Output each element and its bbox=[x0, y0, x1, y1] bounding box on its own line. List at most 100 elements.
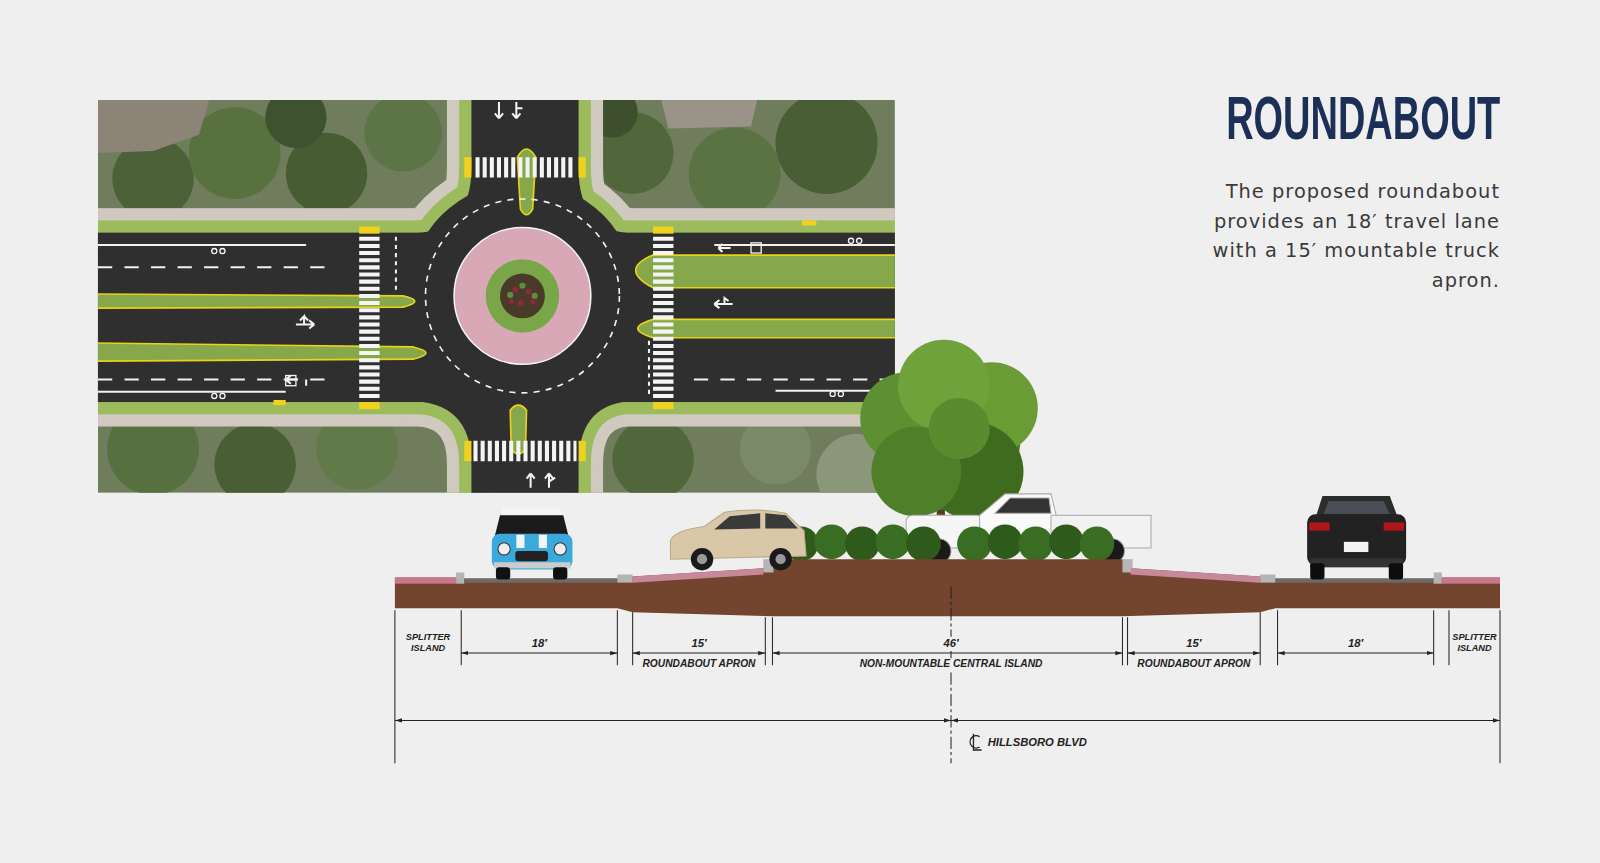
surfaces-part bbox=[1260, 574, 1275, 582]
lane-lines-part bbox=[395, 237, 397, 292]
lane-arrows-part bbox=[286, 376, 306, 386]
mini-car-part bbox=[515, 551, 548, 561]
lane-arrows bbox=[286, 102, 733, 488]
suv-car-part bbox=[1344, 542, 1368, 552]
lane-arrows-part bbox=[296, 316, 314, 328]
surfaces-part bbox=[1442, 578, 1500, 584]
aerial-trees-part bbox=[612, 418, 694, 492]
surfaces-part bbox=[456, 572, 464, 583]
surfaces-part bbox=[633, 568, 764, 582]
lane-lines-part bbox=[648, 341, 650, 398]
lane-circle bbox=[426, 199, 620, 393]
bushes-part bbox=[1018, 527, 1053, 562]
lane-lines-part bbox=[98, 379, 337, 381]
surfaces-part bbox=[1434, 572, 1442, 583]
suv-car-part bbox=[1384, 522, 1404, 530]
planting bbox=[500, 273, 545, 318]
warning-pads-part bbox=[579, 157, 586, 177]
bushes-part bbox=[906, 527, 941, 562]
mini-car-part bbox=[553, 567, 567, 579]
dimension-lines-part bbox=[1499, 610, 1500, 763]
bike-symbols-part bbox=[838, 391, 843, 396]
suv-car-part bbox=[1323, 501, 1389, 514]
dimension-lines-part bbox=[772, 617, 773, 665]
medians-part bbox=[636, 255, 895, 288]
flowers-part bbox=[509, 298, 514, 303]
dimension-lines-part bbox=[632, 612, 633, 665]
bushes-part bbox=[1049, 524, 1084, 559]
dimension-lines-part bbox=[1122, 617, 1123, 665]
centerline-symbol-part bbox=[973, 734, 981, 750]
roof bbox=[98, 100, 209, 153]
shrubs-part bbox=[507, 292, 513, 298]
flowers-part bbox=[530, 299, 535, 304]
bike-symbols-part bbox=[857, 238, 862, 243]
hatchback-car-part bbox=[765, 513, 798, 528]
suv-car-part bbox=[1307, 514, 1406, 565]
mini-car-part bbox=[554, 543, 566, 555]
mini-car-part bbox=[502, 507, 561, 516]
bushes-part bbox=[845, 527, 880, 562]
dimension-label: NON-MOUNTABLE CENTRAL ISLAND bbox=[858, 658, 1045, 670]
roof bbox=[661, 100, 757, 129]
mini-car-part bbox=[498, 543, 510, 555]
surfaces-part bbox=[464, 579, 617, 583]
region-label: SPLITTER ISLAND bbox=[406, 632, 450, 654]
grass-buffer bbox=[98, 100, 895, 493]
suv-car-part bbox=[1309, 522, 1329, 530]
dimension-label: 15′ bbox=[689, 637, 708, 650]
hatchback-car-part bbox=[714, 513, 760, 529]
dimension-lines-part bbox=[765, 617, 766, 665]
cross-section bbox=[395, 340, 1500, 763]
bike-symbols-part bbox=[830, 391, 835, 396]
mini-car-part bbox=[539, 535, 547, 548]
warning-pads-part bbox=[359, 402, 379, 409]
warning-pads-part bbox=[653, 402, 673, 409]
shrubs bbox=[507, 283, 538, 299]
dimension-lines-part bbox=[1448, 610, 1449, 665]
surfaces-part bbox=[1131, 568, 1261, 582]
bike-symbols-part bbox=[286, 376, 296, 386]
dimension-lines-part bbox=[1433, 610, 1434, 665]
hatchback-car-part bbox=[769, 548, 791, 570]
bike-symbols-part bbox=[220, 393, 225, 398]
sidewalk bbox=[98, 100, 895, 493]
dimension-lines-part bbox=[1278, 653, 1434, 654]
warning-pads-part bbox=[273, 400, 285, 405]
crosswalks bbox=[369, 167, 663, 451]
bike-symbols bbox=[212, 238, 862, 398]
dimension-lines-part bbox=[772, 653, 1122, 654]
bushes-part bbox=[876, 524, 911, 559]
lane-arrows-part bbox=[495, 102, 503, 118]
lane-lines-part bbox=[694, 379, 895, 381]
warning-pads-part bbox=[802, 220, 816, 225]
lane-lines-part bbox=[98, 244, 306, 246]
bike-symbols-part bbox=[220, 248, 225, 253]
dimension-lines-part bbox=[617, 610, 618, 665]
flowers-part bbox=[517, 300, 523, 306]
dimension-lines-part bbox=[461, 610, 462, 665]
mini-car-part bbox=[495, 515, 568, 535]
pickup-truck-part bbox=[995, 498, 1051, 513]
hatchback-car bbox=[670, 510, 806, 570]
suv-car-part bbox=[1316, 496, 1397, 515]
warning-pads-part bbox=[359, 227, 379, 234]
dimension-lines-part bbox=[1127, 617, 1128, 665]
lane-arrows-part bbox=[714, 298, 732, 308]
asphalt bbox=[98, 100, 895, 493]
dimension-lines-part bbox=[951, 720, 1500, 721]
lane-lines-part bbox=[714, 244, 895, 246]
tree bbox=[860, 340, 1038, 561]
dimension-label: 15′ bbox=[1184, 637, 1203, 650]
caption: The proposed roundabout provides an 18′ … bbox=[1163, 177, 1500, 295]
dimension-label: ROUNDABOUT APRON bbox=[640, 658, 757, 670]
hatchback-car-part bbox=[697, 554, 707, 564]
warning-pads bbox=[273, 157, 816, 461]
dimension-lines bbox=[395, 587, 1500, 764]
crosswalks-part bbox=[473, 441, 576, 461]
aerial-trees-part bbox=[364, 100, 442, 171]
flowers-part bbox=[512, 287, 518, 293]
dimension-lines-part bbox=[1260, 612, 1261, 665]
warning-pads-part bbox=[653, 227, 673, 234]
